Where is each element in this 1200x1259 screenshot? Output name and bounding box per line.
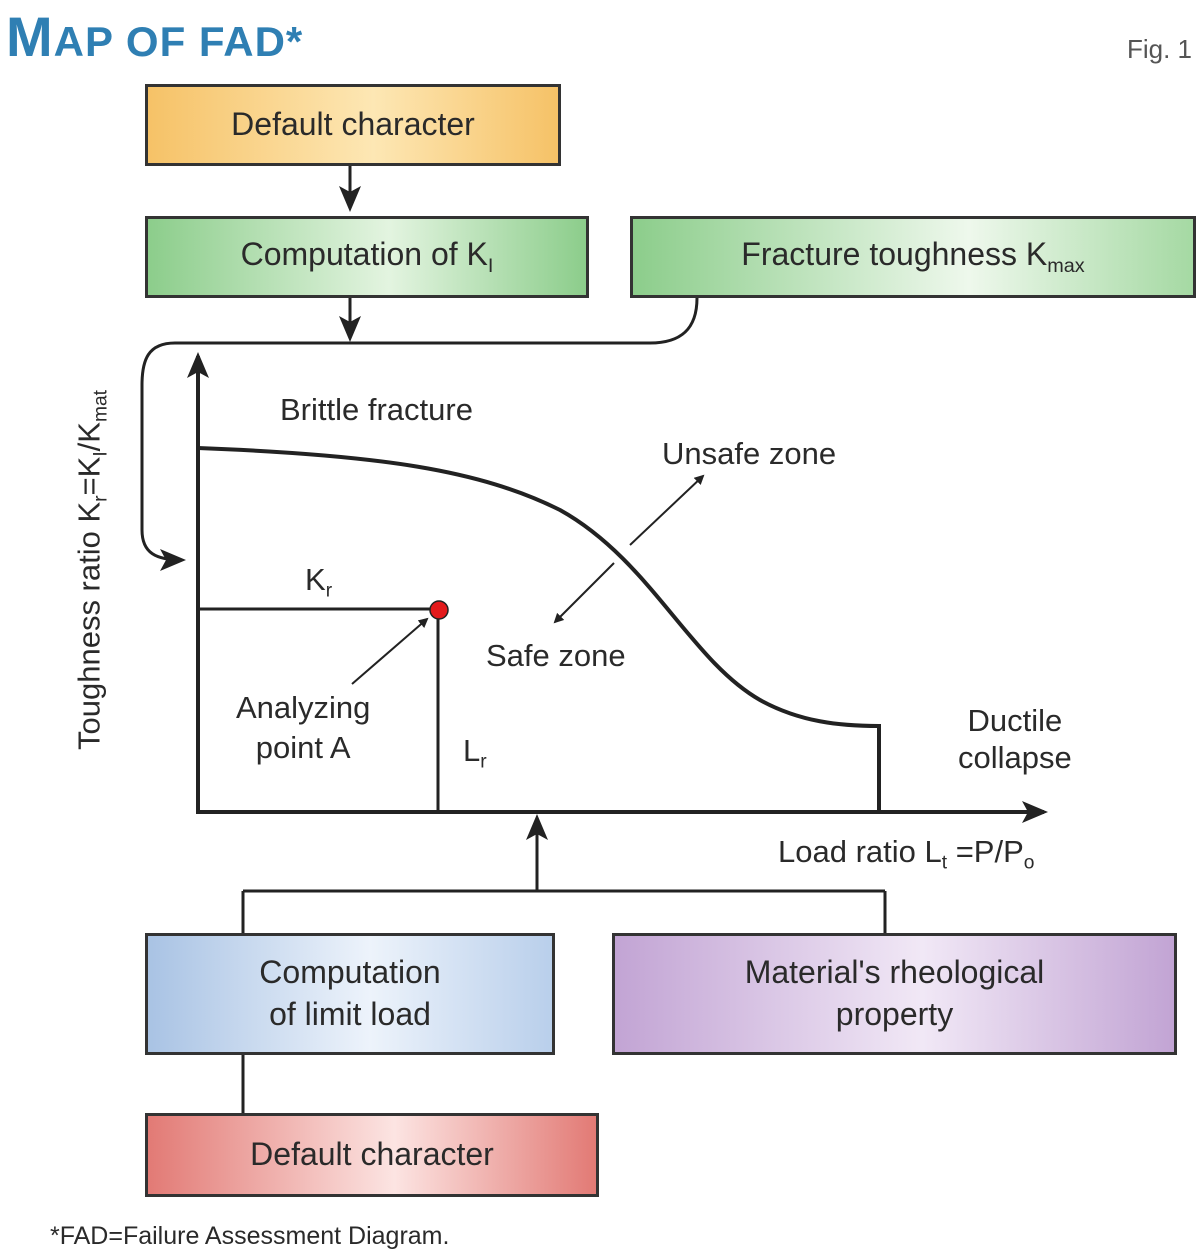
- figure-label: Fig. 1: [1126, 34, 1192, 64]
- default-character-top-box: Default character: [145, 84, 561, 166]
- analyzing-pointer: [351, 617, 429, 685]
- brittle-fracture-label: Brittle fracture: [280, 392, 473, 427]
- x-axis-label: Load ratio Lt =P/Po: [778, 834, 1035, 874]
- unsafe-zone-label: Unsafe zone: [662, 436, 837, 471]
- fracture-toughness-label: Fracture toughness Kmax: [741, 236, 1085, 278]
- fad-curve: [197, 446, 881, 810]
- analyzing-point-a: [429, 600, 449, 620]
- default-character-bottom-box: Default character: [145, 1113, 599, 1197]
- diagram-title: MAP OF FAD*: [6, 5, 304, 68]
- lr-label: Lr: [463, 733, 487, 773]
- kr-label: Kr: [305, 562, 333, 602]
- connector-fracture-to-axis: [140, 297, 699, 571]
- safe-zone-label: Safe zone: [486, 638, 626, 673]
- computation-ki-label: Computation of KI: [240, 236, 494, 278]
- default-character-top-label: Default character: [231, 106, 475, 143]
- computation-ki-box: Computation of KI: [145, 216, 589, 298]
- y-axis-label: Toughness ratio Kr=KI/Kmat: [71, 390, 112, 750]
- safe-arrow: [553, 562, 615, 624]
- footnote: *FAD=Failure Assessment Diagram.: [50, 1222, 450, 1250]
- default-character-bottom-label: Default character: [250, 1136, 494, 1173]
- unsafe-arrow: [629, 474, 705, 546]
- fracture-toughness-box: Fracture toughness Kmax: [630, 216, 1196, 298]
